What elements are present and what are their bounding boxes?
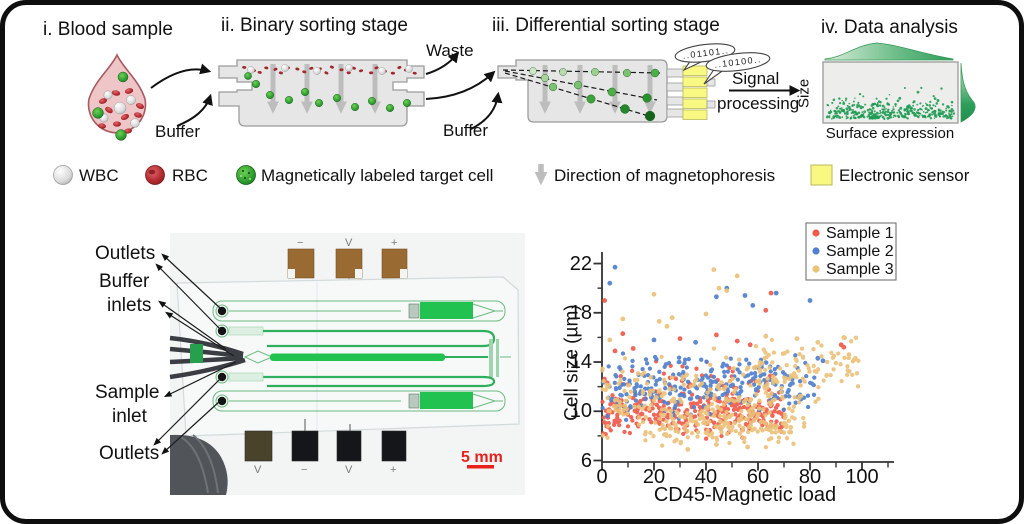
wbc-stream [247,64,413,75]
electronic-sensor-icon [810,164,833,186]
pad-bot-v2: V [345,464,353,476]
panel-iv-title: iv. Data analysis [821,17,958,38]
label-inlet: inlet [112,406,147,427]
legend-wbc-label: WBC [79,166,119,185]
transfer-arrows [425,51,503,130]
rbc-icon [145,165,165,185]
buffer-label-1: Buffer [155,122,201,141]
rbc-cells [98,88,145,134]
panel-i-title: i. Blood sample [43,19,173,40]
microchannels [212,300,511,412]
chart-xlabel: CD45-Magnetic load [653,484,837,506]
label-outlets-bottom: Outlets [99,443,160,464]
feed-arrows [150,63,213,127]
legend-target-label: Magnetically labeled target cell [261,166,494,185]
rbc-stream [242,65,417,75]
sorted-target-cells [529,67,660,122]
pad-top-v: V [345,237,353,249]
legend-icons [53,164,833,186]
legend-sensor-label: Electronic sensor [839,166,970,185]
blood-drop [87,53,147,141]
top-density-curve [824,42,954,61]
wbc-cells [99,90,140,128]
electronic-sensors [666,65,716,120]
legend-rbc-label: RBC [172,166,208,185]
mini-scatter-points [826,86,956,120]
chart-legend-dots [812,229,820,273]
figure-graphics [53,42,976,495]
target-stream [244,72,412,112]
label-inlets: inlets [107,295,152,316]
target-cell-icon [236,165,256,185]
panel-ii-title: ii. Binary sorting stage [221,15,408,36]
tube-blob [170,434,228,495]
mini-ylabel: Size [795,78,813,108]
green-fitting [190,344,203,363]
target-cells [92,71,129,141]
differential-sorting-channel [497,43,771,123]
top-electrode-pads [287,248,408,304]
pad-top-minus: − [297,237,304,249]
chart-legend-sample-3: Sample 3 [826,261,894,278]
signal-bubbles [674,43,771,85]
panel-iii-title: iii. Differential sorting stage [492,15,720,36]
chart-legend-sample-1: Sample 1 [826,225,894,242]
label-sample: Sample [95,382,160,403]
bottom-electrode-pads [244,419,407,462]
pad-top-plus: + [391,237,398,249]
label-outlets-top: Outlets [95,243,156,264]
data-analysis-panel [822,42,976,124]
photo-annotation-arrows [153,253,237,455]
pad-bot-plus: + [390,464,397,476]
buffer-label-2: Buffer [443,121,489,140]
pad-bot-minus: − [301,464,308,476]
scatter-points-sample-2 [600,264,826,423]
chip-photo [153,233,525,495]
label-buffer: Buffer [99,271,150,292]
signal-label-line2: processing [717,94,800,113]
chart-points [600,264,861,452]
chart-legend-box [805,222,897,281]
right-density-curve [960,62,976,123]
legend-magneto-label: Direction of magnetophoresis [554,166,776,185]
binary-sorting-channel [218,59,425,127]
waste-label: Waste [426,41,474,60]
chart-legend-sample-2: Sample 2 [826,243,894,260]
scale-bar-label: 5 mm [461,449,503,466]
mini-xlabel: Surface expression [825,125,955,142]
pad-bot-v1: V [254,464,262,476]
chart-axes [593,252,894,471]
scale-bar [467,465,494,469]
trajectories [502,69,662,118]
wbc-icon [53,165,73,185]
signal-label-line1: Signal [732,69,780,88]
scatter-points-sample-3 [600,267,861,452]
tubing [169,335,246,380]
